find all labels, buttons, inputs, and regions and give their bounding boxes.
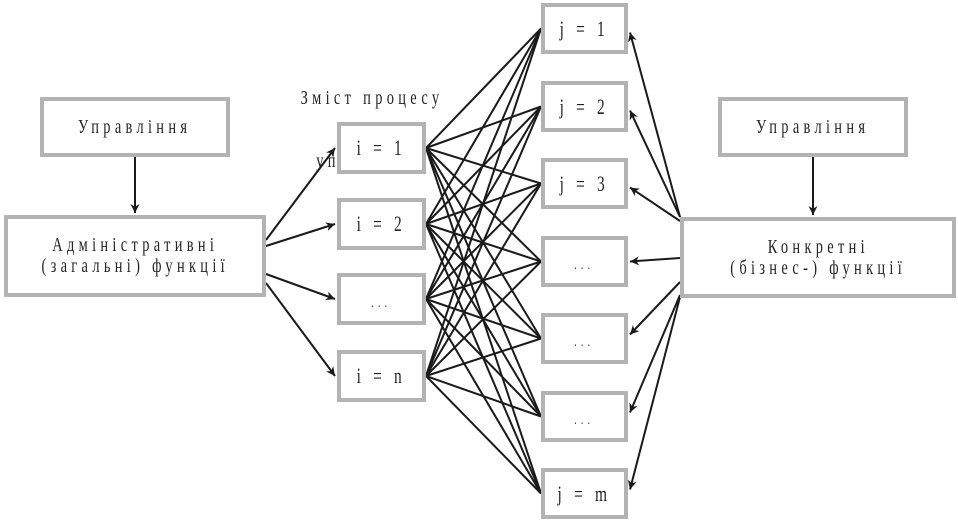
mesh-line-i4-j5 bbox=[425, 337, 542, 377]
i-node-n: i = n bbox=[337, 350, 426, 402]
mesh-line-i4-j2 bbox=[425, 106, 542, 377]
j-node-2: j = 2 bbox=[541, 81, 628, 132]
mesh-line-i4-j4 bbox=[425, 260, 542, 377]
mesh-line-i4-j1 bbox=[425, 28, 542, 377]
admin-to-i-arrow-3 bbox=[265, 273, 336, 301]
mesh-line-i3-j1 bbox=[425, 28, 542, 300]
mesh-line-i1-j1 bbox=[425, 27, 542, 149]
business-to-j-arrow-3 bbox=[629, 186, 681, 222]
administrative-functions-line-1: Адміністративні bbox=[52, 234, 218, 256]
j-node-ellipsis-3: ... bbox=[541, 391, 628, 442]
business-functions-line-1: Конкретні bbox=[767, 235, 869, 258]
mesh-line-i4-j3 bbox=[425, 182, 542, 377]
j-node-1: j = 1 bbox=[541, 3, 628, 54]
i-node-label: i = 1 bbox=[356, 135, 407, 161]
right-control-label: Управління bbox=[756, 115, 870, 138]
right-control-box: Управління bbox=[718, 97, 908, 157]
i-node-label: i = 2 bbox=[356, 211, 407, 237]
j-node-label: j = 1 bbox=[559, 15, 610, 41]
business-functions-line-2: (бізнес-) функції bbox=[730, 256, 906, 279]
connection-mesh bbox=[425, 27, 542, 495]
mesh-line-i4-j6 bbox=[425, 375, 542, 418]
administrative-functions-box: Адміністративні (загальні) функції bbox=[4, 215, 266, 297]
business-to-j-arrow-6 bbox=[629, 294, 681, 413]
j-node-label: j = m bbox=[557, 480, 612, 506]
j-node-label: ... bbox=[574, 413, 595, 429]
admin-to-i-arrow-1 bbox=[265, 147, 336, 241]
i-node-1: i = 1 bbox=[337, 122, 426, 174]
i-node-ellipsis: ... bbox=[337, 273, 426, 325]
j-node-ellipsis-1: ... bbox=[541, 236, 628, 287]
j-node-label: j = 2 bbox=[559, 93, 610, 119]
business-functions-box: Конкретні (бізнес-) функції bbox=[680, 217, 956, 298]
business-to-j-arrow-4 bbox=[629, 256, 681, 266]
left-control-box: Управління bbox=[40, 97, 230, 157]
mesh-line-i2-j1 bbox=[425, 27, 542, 225]
j-node-m: j = m bbox=[541, 468, 628, 519]
admin-to-i-arrow-2 bbox=[265, 222, 336, 247]
j-node-label: j = 3 bbox=[559, 170, 610, 196]
j-node-label: ... bbox=[574, 258, 595, 274]
arrows-group bbox=[130, 32, 818, 490]
j-node-label: ... bbox=[574, 335, 595, 351]
i-node-label: i = n bbox=[356, 363, 407, 389]
left-control-label: Управління bbox=[78, 115, 192, 138]
j-node-ellipsis-2: ... bbox=[541, 313, 628, 364]
j-node-3: j = 3 bbox=[541, 158, 628, 209]
i-node-label: ... bbox=[371, 295, 392, 311]
admin-to-i-arrow-4 bbox=[265, 282, 336, 377]
mesh-line-i4-j7 bbox=[425, 375, 542, 495]
i-node-2: i = 2 bbox=[337, 198, 426, 250]
administrative-functions-line-2: (загальні) функції bbox=[41, 255, 229, 277]
business-to-j-arrow-5 bbox=[629, 281, 681, 336]
business-to-j-arrow-2 bbox=[629, 110, 681, 218]
business-to-j-arrow-1 bbox=[628, 32, 681, 218]
business-to-j-arrow-7 bbox=[627, 296, 681, 490]
heading-line-1: Зміст процесу bbox=[300, 87, 444, 109]
